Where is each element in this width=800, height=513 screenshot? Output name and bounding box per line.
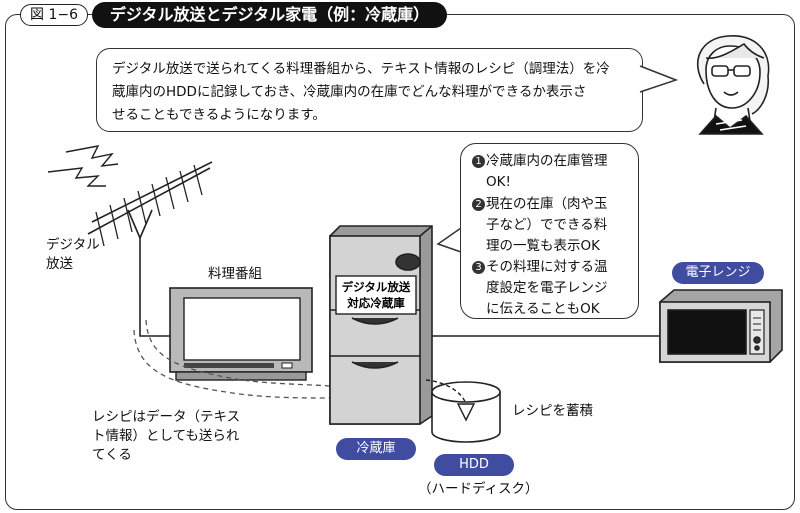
callout-line: 冷蔵庫内の在庫管理 (486, 153, 608, 169)
label-line: ト情報）としても送られ (92, 428, 240, 444)
callout-line: 現在の在庫（肉や玉 (486, 196, 608, 212)
speech-balloon (96, 48, 643, 132)
callout-line: OK! (486, 174, 511, 190)
figure-title: デジタル放送とデジタル家電（例：冷蔵庫） (92, 2, 447, 28)
callout-line: 度設定を電子レンジ (486, 280, 608, 296)
store-arrow-icon (425, 379, 476, 422)
speech-balloon-tail (637, 65, 679, 93)
speech-line: 蔵庫内のHDDに記録しておき、冷蔵庫内の在庫でどんな料理ができるか表示さ (112, 84, 587, 100)
number-3-icon: 3 (472, 261, 485, 274)
hdd-badge: HDD (434, 454, 514, 476)
antenna-cable (139, 320, 170, 337)
fridge-sign-line: デジタル放送 (342, 280, 411, 294)
microwave-badge: 電子レンジ (672, 262, 764, 284)
callout-balloon (460, 143, 639, 319)
fridge-illustration (329, 225, 433, 425)
number-1-icon: 1 (472, 155, 485, 168)
label-line: レシピはデータ（テキス (92, 409, 241, 425)
hdd-caption: （ハードディスク） (418, 481, 539, 497)
microwave-illustration (659, 289, 783, 363)
callout-line: 子など）でできる料 (486, 217, 608, 233)
fridge-badge: 冷蔵庫 (336, 438, 416, 460)
label-line: てくる (92, 447, 132, 463)
number-2-icon: 2 (472, 198, 485, 211)
store-recipe-label: レシピを蓄積 (512, 403, 593, 419)
callout-line: に伝えることもOK (486, 301, 600, 317)
speech-text: デジタル放送で送られてくる料理番組から、テキスト情報のレシピ（調理法）を冷 蔵庫… (112, 58, 632, 127)
callout-balloon-tail (436, 227, 462, 253)
label-line: 放送 (46, 256, 73, 272)
digital-broadcast-label: デジタル 放送 (46, 236, 100, 274)
cooking-program-label: 料理番組 (208, 266, 262, 282)
broadcast-signal-icon (47, 145, 119, 187)
speech-line: せることもできるようになります。 (112, 107, 326, 123)
fridge-sign-line: 対応冷蔵庫 (346, 296, 405, 310)
speech-line: デジタル放送で送られてくる料理番組から、テキスト情報のレシピ（調理法）を冷 (112, 61, 610, 77)
antenna-illustration (87, 161, 213, 320)
presenter-illustration (696, 35, 770, 135)
figure-number: 図 1−6 (20, 4, 88, 26)
callout-line: その料理に対する温 (486, 259, 608, 275)
tv-illustration (169, 287, 313, 381)
label-line: デジタル (46, 237, 100, 253)
recipe-data-note: レシピはデータ（テキス ト情報）としても送られ てくる (92, 408, 292, 465)
callout-line: 理の一覧も表示OK (486, 238, 600, 254)
recipe-data-flow (133, 319, 331, 399)
